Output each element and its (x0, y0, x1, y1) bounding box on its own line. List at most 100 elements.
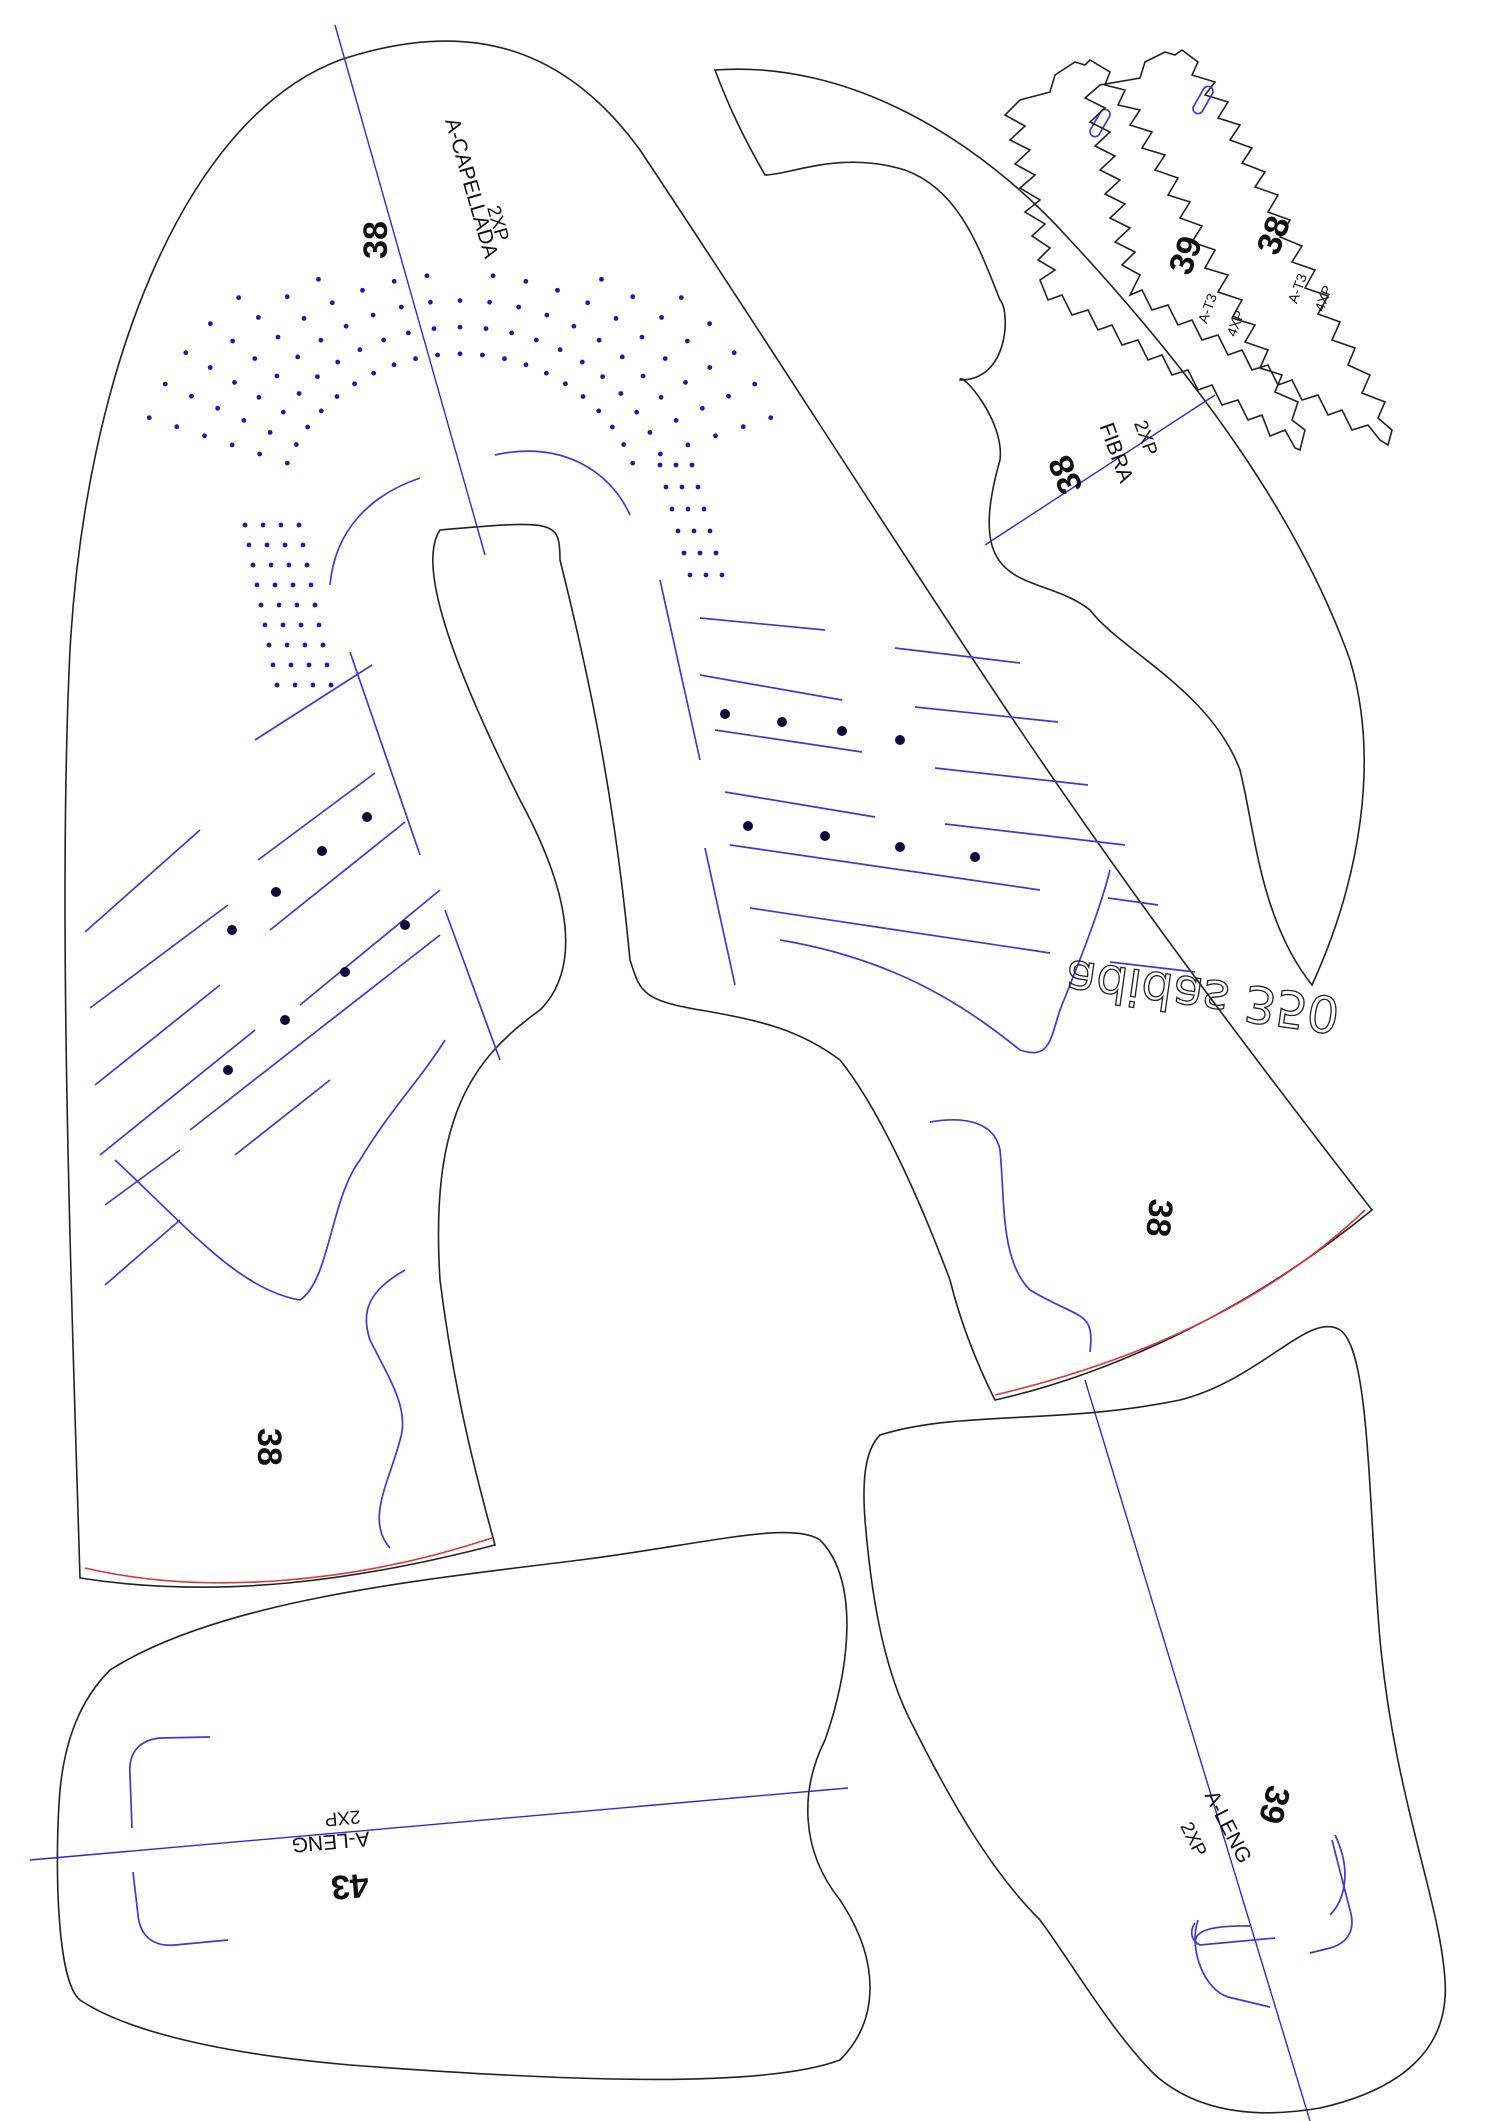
perforation-dot (657, 462, 663, 468)
perforation-dot (262, 622, 268, 628)
vamp-slot (104, 1219, 181, 1286)
perforation-dot (286, 562, 292, 568)
perforation-dot (232, 380, 237, 385)
perforation-dot (457, 324, 463, 330)
tongue-39-outline (863, 1325, 1447, 2114)
perforation-dot (335, 359, 341, 365)
vamp-slot (704, 847, 736, 986)
tongue-43-size-label: 43 (329, 1865, 370, 1906)
vamp-slot (444, 909, 501, 1061)
perforation-dot (659, 315, 664, 320)
strip-38-piece: 38 A-T3 4XP (1083, 49, 1393, 447)
vamp-slot (729, 844, 1041, 891)
perforation-dot (480, 352, 485, 358)
perforation-dot (316, 622, 322, 628)
fibra-piece: 38 FIBRA 2XP (713, 68, 1365, 987)
perforation-dot (571, 323, 577, 329)
perforation-dot (324, 662, 330, 668)
perforation-dot (685, 338, 690, 344)
perforation-dot (663, 484, 669, 490)
perforation-dot (406, 330, 411, 336)
perforation-dot (707, 321, 712, 327)
perforation-dot (304, 562, 310, 568)
perforation-dot (618, 391, 624, 396)
perforation-dot (740, 424, 746, 430)
perforation-dot (174, 424, 180, 430)
perforation-dot (699, 405, 705, 411)
perforation-dot (280, 409, 286, 415)
perforation-dot (241, 418, 247, 423)
perforation-dot (343, 323, 349, 329)
vamp-slot (365, 1269, 406, 1549)
perforation-dot (320, 642, 326, 648)
strip-39-slot (1089, 108, 1111, 138)
tongue-39-name: A-LENG (1200, 1787, 1256, 1867)
vamp-slot (99, 1029, 256, 1156)
perforation-dot (630, 460, 636, 466)
perforation-dot (697, 550, 703, 556)
perforation-dot (580, 394, 586, 399)
perforation-dot (596, 337, 602, 343)
perforation-dot (296, 391, 302, 396)
perforation-dot (294, 602, 300, 608)
strip-38-size-label: 38 (1250, 211, 1299, 260)
vamp-size-lower-right: 38 (1138, 1197, 1180, 1239)
vamp-slot (104, 1149, 181, 1206)
perforation-dot (630, 294, 636, 300)
perforation-dot (424, 273, 430, 279)
vamp-eyelets (223, 709, 980, 1075)
perforation-dot (731, 350, 737, 356)
perforation-dot (621, 442, 627, 447)
perforation-dot (619, 354, 625, 360)
eyelet-dot (895, 735, 905, 745)
perforation-dot (695, 484, 701, 490)
perforation-dot (260, 522, 266, 528)
vamp-slot (94, 984, 221, 1086)
perforation-dot (639, 334, 645, 340)
perforation-dot (679, 484, 685, 490)
eyelet-dot (271, 887, 281, 897)
perforation-dot (292, 682, 298, 688)
vamp-slot (714, 729, 863, 753)
perforation-dot (302, 642, 308, 648)
perforation-dot (276, 602, 282, 608)
perforation-dot (310, 682, 316, 688)
perforation-dot (726, 393, 731, 399)
perforation-dot (557, 347, 563, 353)
perforation-dot (634, 409, 640, 415)
perforation-dot (284, 642, 290, 648)
vamp-slot (329, 477, 421, 586)
perforation-dot (487, 299, 492, 305)
perforation-dot (413, 356, 418, 362)
perforation-dot (516, 304, 522, 310)
tongue-43-qty: 2XP (324, 1805, 362, 1829)
strip-39-outline (1003, 58, 1306, 452)
perforation-dot (296, 522, 302, 528)
vamp-center-line (334, 24, 486, 556)
perforation-dot (312, 602, 318, 608)
perforation-dot (236, 295, 242, 300)
perforation-dot (609, 424, 615, 430)
vamp-slot (234, 1079, 331, 1156)
fibra-size-label: 38 (1041, 450, 1090, 499)
eyelet-dot (400, 920, 410, 930)
tongue-39-slot (1194, 1919, 1271, 2008)
perforation-dot (266, 642, 272, 648)
vamp-slot (779, 869, 1111, 1054)
perforation-dot (290, 582, 296, 588)
tongue-43-slot (132, 1871, 229, 1946)
tongue-43-center-line (29, 1787, 849, 1861)
perforation-dot (256, 394, 262, 400)
perforation-dot (381, 337, 386, 343)
perforation-dot (428, 299, 433, 305)
perforation-dot (613, 316, 619, 321)
perforation-dot (357, 347, 363, 353)
perforation-dot (457, 298, 463, 303)
perforation-dot (254, 582, 260, 588)
perforation-dot (768, 415, 774, 421)
vamp-slot (189, 934, 441, 1131)
perforation-dot (596, 408, 602, 414)
perforation-dot (707, 365, 713, 370)
perforation-dot (681, 550, 687, 556)
vamp-slot (114, 1039, 446, 1301)
